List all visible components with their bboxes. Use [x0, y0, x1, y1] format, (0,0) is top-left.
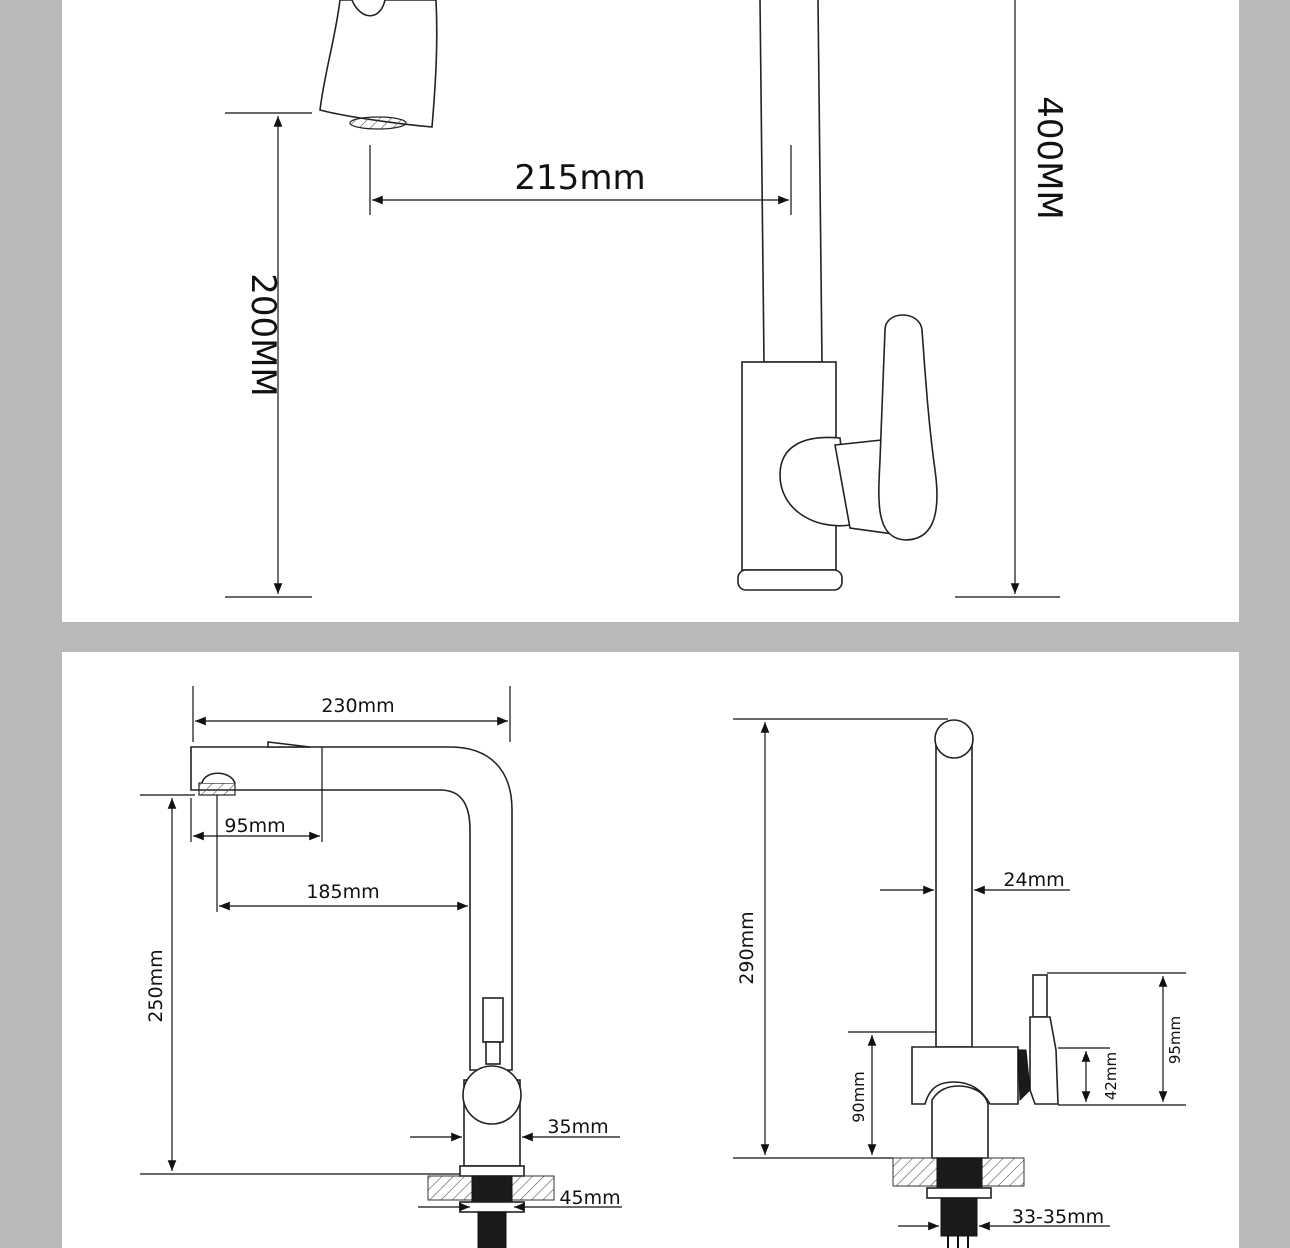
- top-diagram-panel: [62, 0, 1239, 622]
- front-handle-joint: [1017, 1049, 1031, 1102]
- aerator-offset-label: 95mm: [224, 815, 285, 837]
- total-height-dimension: 400MM: [955, 0, 1069, 598]
- spout-height-dimension: 200MM: [225, 112, 312, 598]
- base-diameter-dimension: 45mm: [418, 1187, 622, 1212]
- front-washer: [926, 1187, 992, 1199]
- width-dimension: 230mm: [192, 686, 511, 742]
- front-body-lower: [931, 1085, 989, 1159]
- front-view-drawing: [892, 719, 1059, 1248]
- base-diameter-label: 45mm: [559, 1187, 620, 1209]
- handle-neck: [485, 1041, 501, 1065]
- base-ring: [459, 1165, 525, 1177]
- front-handle-top: [1032, 974, 1048, 1018]
- aerator-top: [201, 772, 236, 784]
- front-shank: [936, 1157, 983, 1191]
- aerator-nozzle: [349, 116, 407, 130]
- front-pipe-top: [934, 719, 974, 759]
- handle-stem: [482, 997, 504, 1043]
- lever-handle: [878, 314, 938, 541]
- counter-right: [511, 1175, 555, 1201]
- front-counter-right: [981, 1157, 1025, 1187]
- front-pipe: [935, 744, 973, 1048]
- pipe-diameter-label: 24mm: [1003, 869, 1064, 891]
- spray-button: [351, 0, 386, 17]
- front-height-label: 290mm: [736, 911, 758, 984]
- spray-head: [319, 0, 438, 128]
- faucet-base: [737, 569, 843, 591]
- width-label: 230mm: [321, 695, 394, 717]
- aerator: [198, 782, 236, 796]
- side-height-label: 250mm: [145, 949, 167, 1022]
- total-height-label: 400MM: [1029, 96, 1069, 220]
- counter-left: [427, 1175, 473, 1201]
- spout-reach-dimension: 185mm: [216, 795, 468, 912]
- reach-label: 215mm: [514, 158, 645, 198]
- body-diameter-label: 35mm: [547, 1116, 608, 1138]
- top-faucet-drawing: [319, 0, 938, 591]
- pullout-tab: [267, 741, 311, 748]
- mount-bolt: [477, 1211, 507, 1248]
- hole-diameter-dimension: 33-35mm: [898, 1206, 1110, 1231]
- front-body-height-label: 90mm: [849, 1071, 868, 1123]
- handle-height-dimension: 95mm: [1047, 972, 1186, 1106]
- front-handle: [1029, 1016, 1059, 1105]
- front-counter-left: [892, 1157, 938, 1187]
- front-body: [911, 1046, 1019, 1105]
- spout-reach-label: 185mm: [306, 881, 379, 903]
- cartridge-cap: [462, 1065, 522, 1125]
- handle-height-label: 95mm: [1166, 1016, 1184, 1064]
- hole-diameter-label: 33-35mm: [1012, 1206, 1104, 1228]
- mount-shank: [471, 1175, 513, 1207]
- side-height-dimension: 250mm: [140, 794, 460, 1175]
- pipe-diameter-dimension: 24mm: [880, 869, 1070, 895]
- handle-width-dimension: 42mm: [1058, 1047, 1120, 1102]
- aerator-offset-dimension: 95mm: [190, 790, 323, 842]
- side-view-drawing: [190, 741, 555, 1248]
- spout-height-label: 200MM: [243, 273, 283, 397]
- body-diameter-dimension: 35mm: [410, 1116, 620, 1142]
- front-bolt: [940, 1197, 978, 1237]
- front-height-dimension: 290mm: [733, 718, 948, 1159]
- reach-dimension: 215mm: [369, 145, 792, 215]
- handle-width-label: 42mm: [1102, 1052, 1120, 1100]
- front-body-height-dimension: 90mm: [848, 1031, 936, 1155]
- spout-arm: [190, 746, 513, 1071]
